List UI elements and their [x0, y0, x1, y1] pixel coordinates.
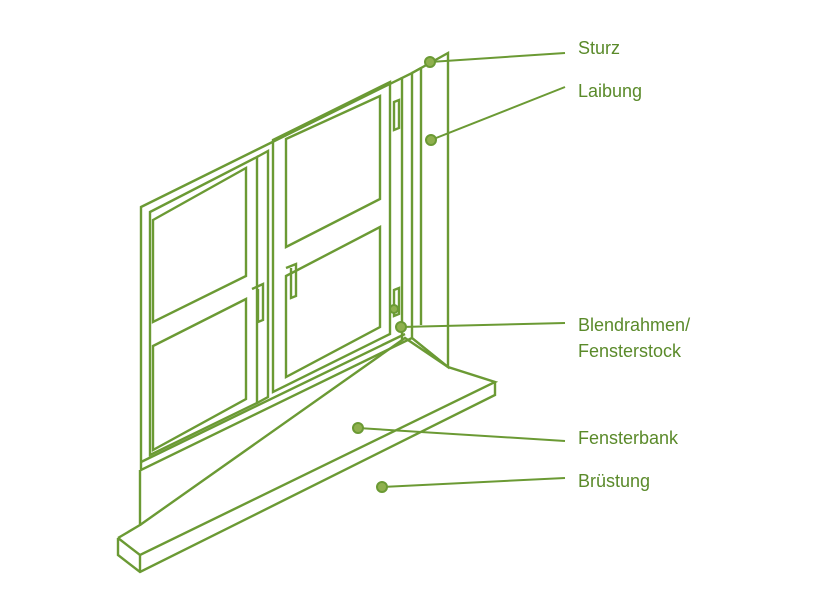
label-sturz: Sturz	[578, 38, 621, 58]
label-fensterstock: Fensterstock	[578, 341, 682, 361]
hinge-top	[392, 98, 401, 132]
label-blendrahmen: Blendrahmen/	[578, 315, 691, 335]
leader-bruestung	[376, 477, 566, 493]
right-sash	[271, 80, 392, 394]
leader-blendrahmen	[389, 304, 566, 333]
left-sash	[148, 155, 259, 457]
leader-fensterbank	[352, 422, 566, 442]
label-bruestung: Brüstung	[578, 471, 651, 491]
middle-mullion	[256, 148, 270, 405]
window-sill	[116, 336, 499, 574]
label-laibung: Laibung	[578, 81, 643, 101]
label-fensterbank: Fensterbank	[578, 428, 679, 448]
leader-laibung	[425, 86, 566, 146]
handle-right	[285, 262, 298, 300]
leader-sturz	[424, 52, 566, 68]
laibung-wall	[411, 50, 450, 370]
handle-left	[251, 282, 265, 324]
